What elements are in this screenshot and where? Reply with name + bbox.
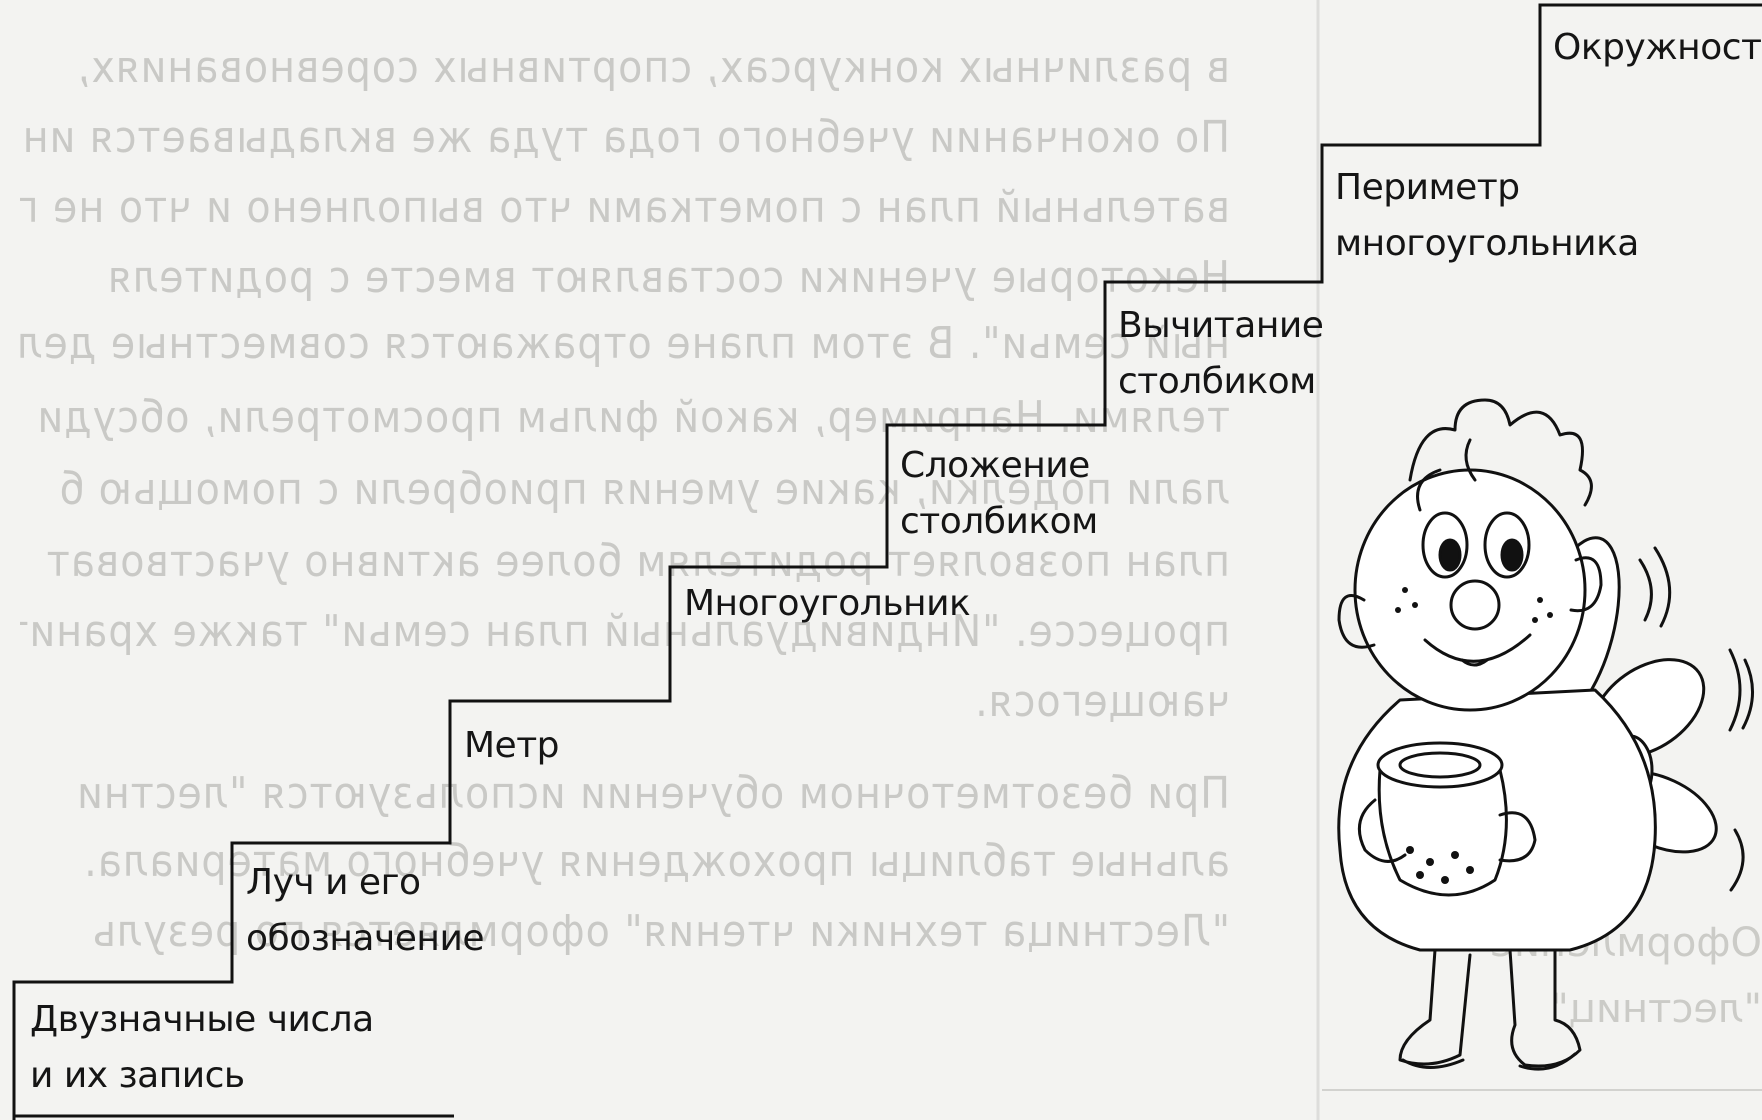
label-line: Луч и его: [246, 862, 421, 903]
staircase-outline: [12, 3, 1762, 1120]
label-line: Периметр: [1335, 167, 1520, 208]
step-label-circle: Окружность: [1553, 20, 1762, 76]
label-line: Многоугольник: [684, 583, 971, 624]
label-line: Метр: [464, 725, 560, 766]
step-label-polygon-perimeter: Периметр многоугольника: [1335, 160, 1639, 272]
label-line: многоугольника: [1335, 223, 1639, 264]
step-label-two-digit-numbers: Двузначные числа и их запись: [30, 992, 374, 1104]
label-line: обозначение: [246, 918, 485, 959]
label-line: Двузначные числа: [30, 999, 374, 1040]
label-line: и их запись: [30, 1055, 245, 1096]
step-label-column-addition: Сложение столбиком: [900, 438, 1098, 550]
label-line: Сложение: [900, 445, 1090, 486]
label-line: столбиком: [1118, 361, 1316, 402]
step-label-meter: Метр: [464, 718, 560, 774]
step-label-column-subtraction: Вычитание столбиком: [1118, 298, 1324, 410]
label-line: столбиком: [900, 501, 1098, 542]
label-line: Окружность: [1553, 27, 1762, 68]
step-label-ray: Луч и его обозначение: [246, 855, 485, 967]
label-line: Вычитание: [1118, 305, 1324, 346]
step-label-polygon: Многоугольник: [684, 576, 971, 632]
